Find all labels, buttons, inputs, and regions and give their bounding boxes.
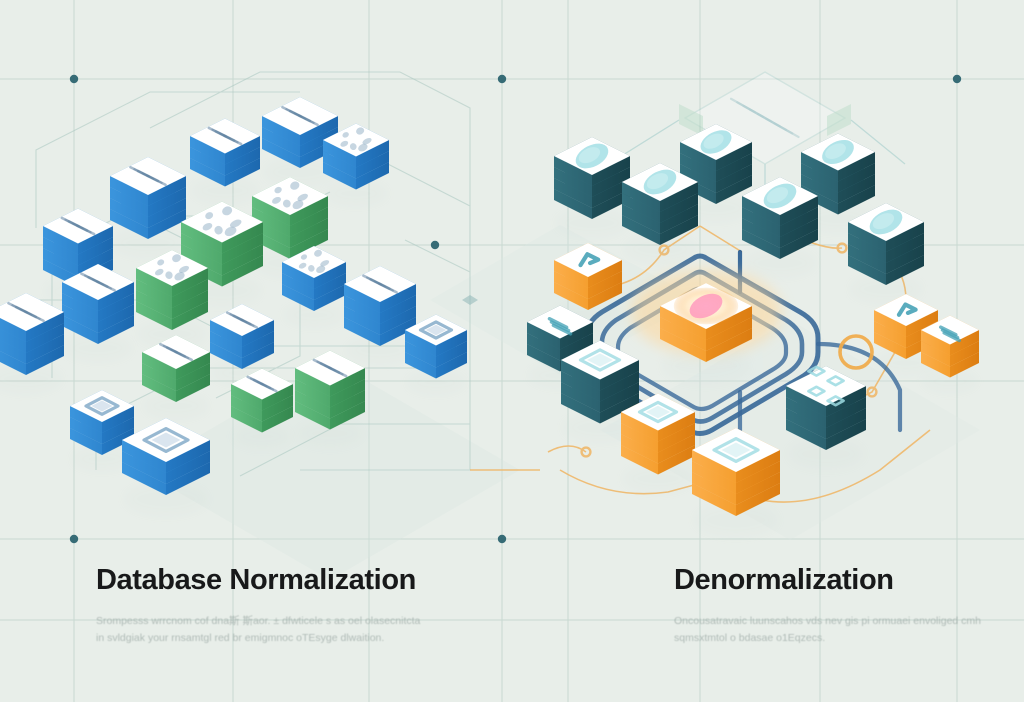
node-top-icon <box>43 208 113 244</box>
database-node-l3 <box>190 118 260 205</box>
node-top-icon <box>344 266 416 302</box>
node-top-icon <box>692 428 780 472</box>
database-node-l18 <box>122 418 210 517</box>
node-top-icon <box>874 294 938 326</box>
database-node-l2 <box>110 157 186 259</box>
node-top-icon <box>786 365 866 407</box>
node-top-icon <box>70 390 134 422</box>
node-top-icon <box>110 157 186 195</box>
database-node-l16 <box>231 368 293 449</box>
node-top-icon <box>660 283 752 329</box>
node-top-icon <box>0 293 64 331</box>
node-top-icon <box>282 246 346 278</box>
page-subtitle-right: Oncousatravaic luunscahos vds nev gis pi… <box>674 614 981 645</box>
node-top-icon <box>405 314 467 346</box>
database-node-r10 <box>621 393 695 494</box>
database-node-r11 <box>692 428 780 538</box>
database-node-l5 <box>323 123 389 207</box>
database-node-l7 <box>252 177 328 279</box>
page-title-right: Denormalization <box>674 564 894 596</box>
node-top-icon <box>680 124 752 160</box>
database-node-r14 <box>921 315 979 394</box>
denormalization-node-group <box>527 124 979 538</box>
node-top-icon <box>252 177 328 215</box>
node-top-icon <box>295 350 365 386</box>
node-top-icon <box>554 243 622 277</box>
database-node-l19 <box>70 390 134 472</box>
node-top-icon <box>561 340 639 380</box>
database-node-r2 <box>622 163 698 265</box>
node-top-icon <box>554 137 630 175</box>
database-node-r12 <box>786 365 866 470</box>
page-subtitle-left: Srompesss wrrcnom cof dna斯 斯aor. ± dfwti… <box>96 614 421 645</box>
database-node-r4 <box>742 177 818 279</box>
normalization-node-group <box>0 97 467 517</box>
node-top-icon <box>621 393 695 431</box>
node-top-icon <box>190 118 260 154</box>
database-node-l4 <box>262 97 338 188</box>
database-node-r1 <box>554 137 630 239</box>
database-node-l8 <box>136 250 208 349</box>
database-node-r15 <box>630 269 782 385</box>
node-top-icon <box>231 368 293 400</box>
database-node-r13 <box>874 294 938 376</box>
database-node-l12 <box>210 304 274 386</box>
node-top-icon <box>801 133 875 171</box>
node-top-icon <box>848 203 924 241</box>
node-top-icon <box>181 201 263 243</box>
node-top-icon <box>622 163 698 201</box>
database-node-l10 <box>62 264 134 363</box>
database-node-r6 <box>848 203 924 305</box>
database-node-l9 <box>0 293 64 395</box>
database-node-r9 <box>561 340 639 444</box>
normalization-caption: Database Normalization Srompesss wrrcnom… <box>96 564 516 648</box>
node-top-icon <box>210 304 274 336</box>
node-top-icon <box>527 305 593 339</box>
page-title-left: Database Normalization <box>96 564 416 596</box>
database-node-r5 <box>801 133 875 234</box>
database-node-l15 <box>295 350 365 448</box>
node-top-icon <box>742 177 818 215</box>
database-node-l13 <box>282 246 346 328</box>
database-node-l14 <box>344 266 416 365</box>
node-top-icon <box>323 123 389 157</box>
database-node-l11 <box>142 335 210 420</box>
node-top-icon <box>921 315 979 345</box>
denormalization-caption: Denormalization Oncousatravaic luunscaho… <box>674 564 1004 648</box>
node-top-icon <box>62 264 134 300</box>
database-node-r3 <box>680 124 752 223</box>
database-node-l17 <box>405 314 467 395</box>
node-top-icon <box>136 250 208 286</box>
database-node-l6 <box>181 201 263 307</box>
node-top-icon <box>262 97 338 135</box>
node-top-icon <box>142 335 210 369</box>
node-top-icon <box>122 418 210 462</box>
